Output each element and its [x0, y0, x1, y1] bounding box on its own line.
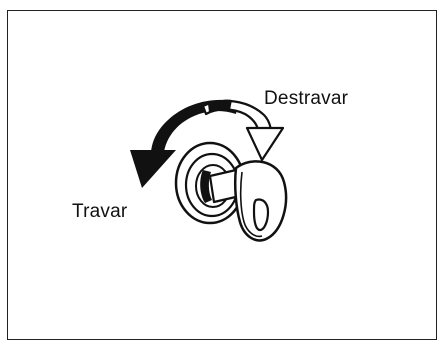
unlock-label: Destravar: [264, 88, 348, 110]
key: [210, 161, 286, 240]
lock-label: Travar: [72, 201, 127, 223]
